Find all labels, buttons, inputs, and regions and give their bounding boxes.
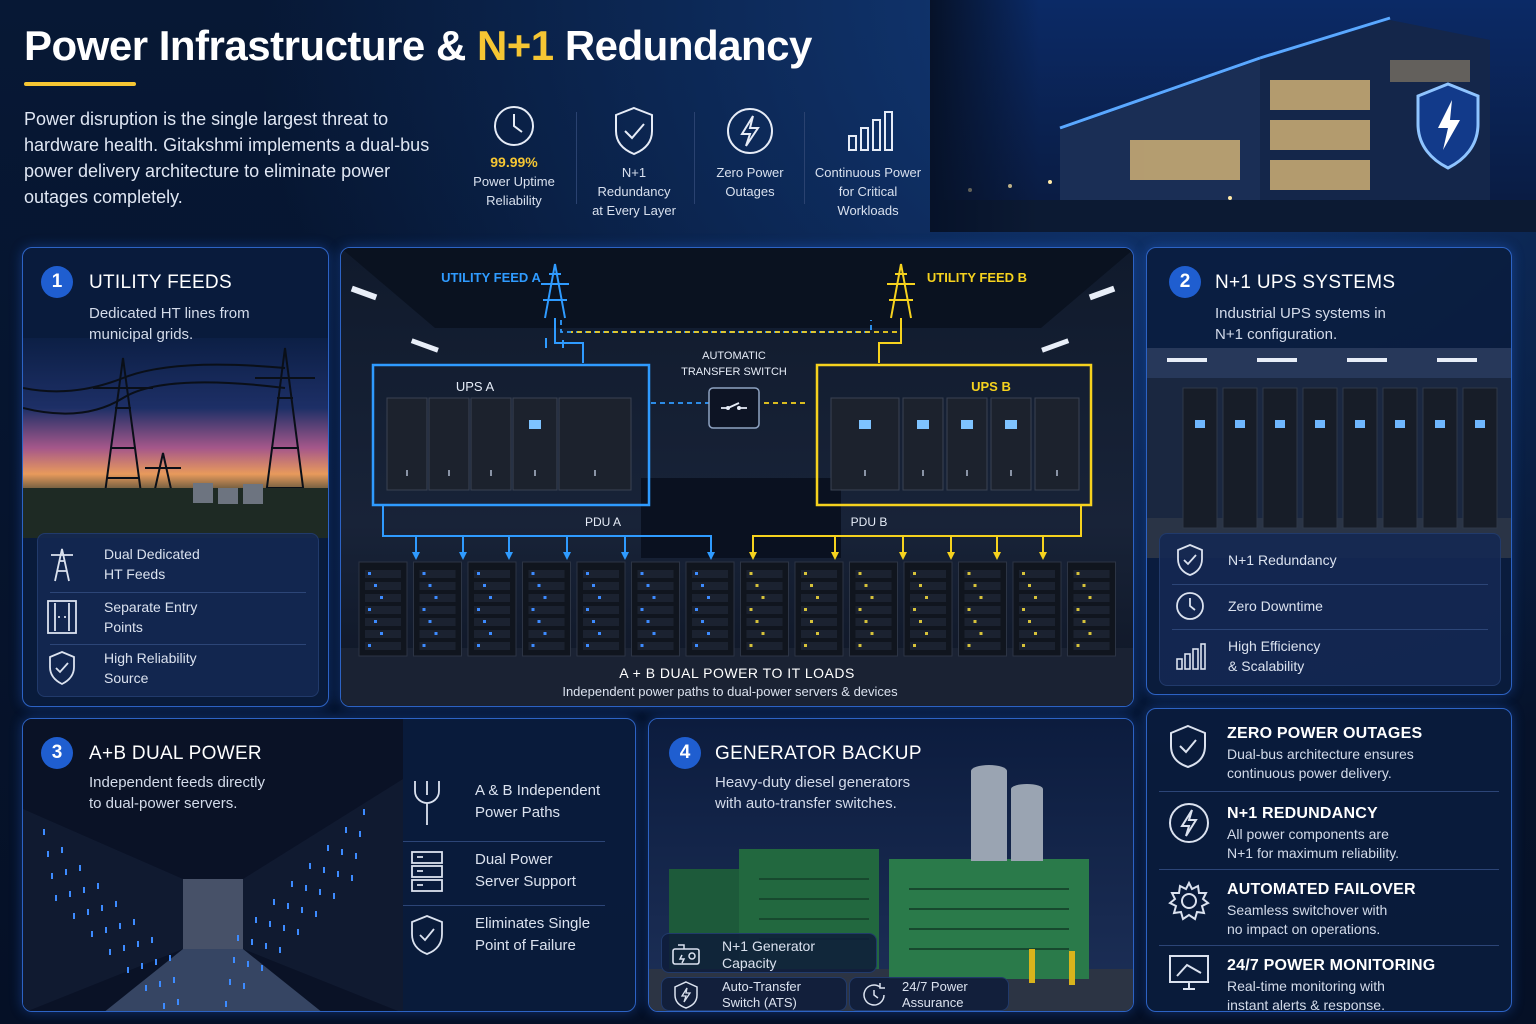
feed-b-label: UTILITY FEED B xyxy=(927,270,1027,285)
shield-check-icon xyxy=(615,106,653,156)
ups-systems-panel: 2 N+1 UPS SYSTEMS Industrial UPS systems… xyxy=(1146,247,1512,695)
ats-label-line1: AUTOMATIC xyxy=(702,350,766,362)
stat-uptime: 99.99% Power Uptime Reliability xyxy=(464,104,564,210)
pdu-a-label: PDU A xyxy=(585,515,621,529)
bar-chart-icon xyxy=(848,111,893,151)
utility-towers-image xyxy=(23,338,328,538)
diagram-subcaption: Independent power paths to dual-power se… xyxy=(562,684,898,699)
key-features-panel: ZERO POWER OUTAGES Dual-bus architecture… xyxy=(1146,708,1512,1012)
clock-icon xyxy=(494,106,534,146)
ups-cabinet xyxy=(558,397,632,491)
list-item: Zero Downtime xyxy=(1160,590,1500,622)
ups-cabinet xyxy=(830,397,900,491)
utility-feed-a-tower-icon xyxy=(541,263,584,363)
step-number-badge: 4 xyxy=(669,737,701,769)
clock-refresh-icon xyxy=(863,983,885,1006)
title-underline xyxy=(24,82,136,86)
ups-cabinet xyxy=(1034,397,1080,491)
server-aisle-image xyxy=(23,719,403,1011)
step-number-badge: 3 xyxy=(41,737,73,769)
ups-b-label: UPS B xyxy=(971,379,1011,394)
datacenter-building-image xyxy=(930,0,1536,232)
transmission-tower-icon xyxy=(51,548,73,582)
ups-cabinet xyxy=(1462,387,1498,529)
feed-a-label: UTILITY FEED A xyxy=(441,270,541,285)
clock-icon xyxy=(1176,592,1204,620)
ups-cabinet xyxy=(470,397,512,491)
ups-features-list: N+1 Redundancy Zero Downtime High Effici… xyxy=(1159,533,1501,686)
shield-check-icon xyxy=(411,915,443,955)
ats-label-line2: TRANSFER SWITCH xyxy=(681,366,787,378)
ups-a-frame xyxy=(371,363,651,507)
stat-redundancy: N+1 Redundancy at Every Layer xyxy=(584,104,684,220)
bolt-icon xyxy=(1169,803,1209,843)
diagram-canvas: UTILITY FEED A UTILITY FEED B AUTOMATIC … xyxy=(341,248,1133,706)
door-icon xyxy=(47,600,77,634)
generator-backup-panel: 4 GENERATOR BACKUP Heavy-duty diesel gen… xyxy=(648,718,1134,1012)
shield-check-icon xyxy=(1170,724,1206,769)
stat-zero-outages: Zero Power Outages xyxy=(700,104,800,201)
ups-cabinet xyxy=(1222,387,1258,529)
divider xyxy=(576,112,577,204)
page-title: Power Infrastructure & N+1 Redundancy xyxy=(24,22,812,69)
bar-chart-icon xyxy=(1176,643,1206,670)
ups-cabinet xyxy=(1182,387,1218,529)
intro-text: Power disruption is the single largest t… xyxy=(24,109,430,207)
step-number-badge: 1 xyxy=(41,266,73,298)
ups-cabinet xyxy=(1262,387,1298,529)
panel-title: UTILITY FEEDS xyxy=(89,272,232,293)
divider xyxy=(694,112,695,204)
ups-cabinet xyxy=(990,397,1032,491)
server-icon xyxy=(411,851,443,892)
ats-switch-icon xyxy=(708,387,760,429)
ups-cabinet xyxy=(1302,387,1338,529)
ats-icon xyxy=(674,981,698,1009)
panel-title: N+1 UPS SYSTEMS xyxy=(1215,272,1396,293)
ups-cabinet xyxy=(428,397,470,491)
pdu-b-label: PDU B xyxy=(851,515,888,529)
diagram-caption: A + B DUAL POWER TO IT LOADS xyxy=(619,665,855,681)
ups-cabinet xyxy=(512,397,558,491)
utility-feed-b-tower-icon xyxy=(878,263,915,363)
divider xyxy=(804,112,805,204)
ups-a-label: UPS A xyxy=(456,379,495,394)
generator-icon xyxy=(672,944,700,965)
power-architecture-diagram: UTILITY FEED A UTILITY FEED B AUTOMATIC … xyxy=(340,247,1134,707)
ups-cabinet xyxy=(1422,387,1458,529)
list-item: High Efficiency& Scalability xyxy=(1160,636,1500,676)
panel-title: GENERATOR BACKUP xyxy=(715,743,922,764)
dual-power-panel: 3 A+B DUAL POWER Independent feeds direc… xyxy=(22,718,636,1012)
bolt-icon xyxy=(727,108,773,154)
step-number-badge: 2 xyxy=(1169,266,1201,298)
panel-title: A+B DUAL POWER xyxy=(89,743,262,764)
ups-b-frame xyxy=(815,363,1093,507)
ups-cabinet xyxy=(1342,387,1378,529)
shield-check-icon xyxy=(49,651,75,686)
ups-cabinet xyxy=(902,397,944,491)
stat-continuous: Continuous Power for Critical Workloads xyxy=(812,104,924,220)
power-plug-icon xyxy=(414,781,440,825)
list-item: N+1 Redundancy xyxy=(1160,544,1500,576)
ups-cabinet xyxy=(386,397,428,491)
ups-cabinet xyxy=(946,397,988,491)
ups-cabinet xyxy=(1382,387,1418,529)
monitor-icon xyxy=(1169,955,1209,990)
shield-check-icon xyxy=(1177,544,1203,576)
gear-icon xyxy=(1168,880,1210,921)
